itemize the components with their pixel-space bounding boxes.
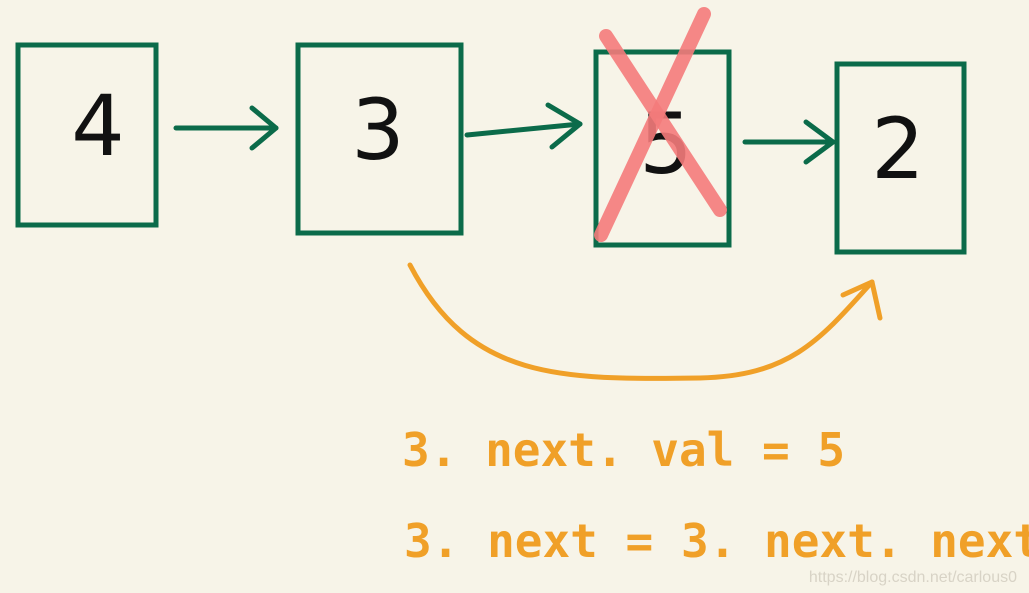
node-5: 5	[593, 7, 732, 248]
node-4-box	[15, 42, 159, 228]
node-3-box	[295, 42, 464, 236]
arrow-5-to-2	[742, 119, 836, 165]
delete-cross-icon	[594, 7, 727, 242]
bypass-arrow	[407, 262, 883, 381]
annotation-line-1: 3. next. val = 5	[402, 423, 845, 477]
annotation-line-2: 3. next = 3. next. next .	[404, 514, 1029, 568]
arrow-3-to-5	[464, 102, 583, 150]
node-2: 2	[834, 61, 967, 255]
node-5-box	[593, 49, 732, 248]
watermark: https://blog.csdn.net/carlous0	[809, 569, 1017, 586]
node-3-value: 3	[351, 81, 404, 179]
node-4: 4	[15, 42, 159, 228]
node-2-value: 2	[871, 100, 924, 198]
node-4-value: 4	[71, 77, 124, 175]
node-3: 3	[295, 42, 464, 236]
arrow-4-to-3	[173, 105, 279, 151]
node-2-box	[834, 61, 967, 255]
